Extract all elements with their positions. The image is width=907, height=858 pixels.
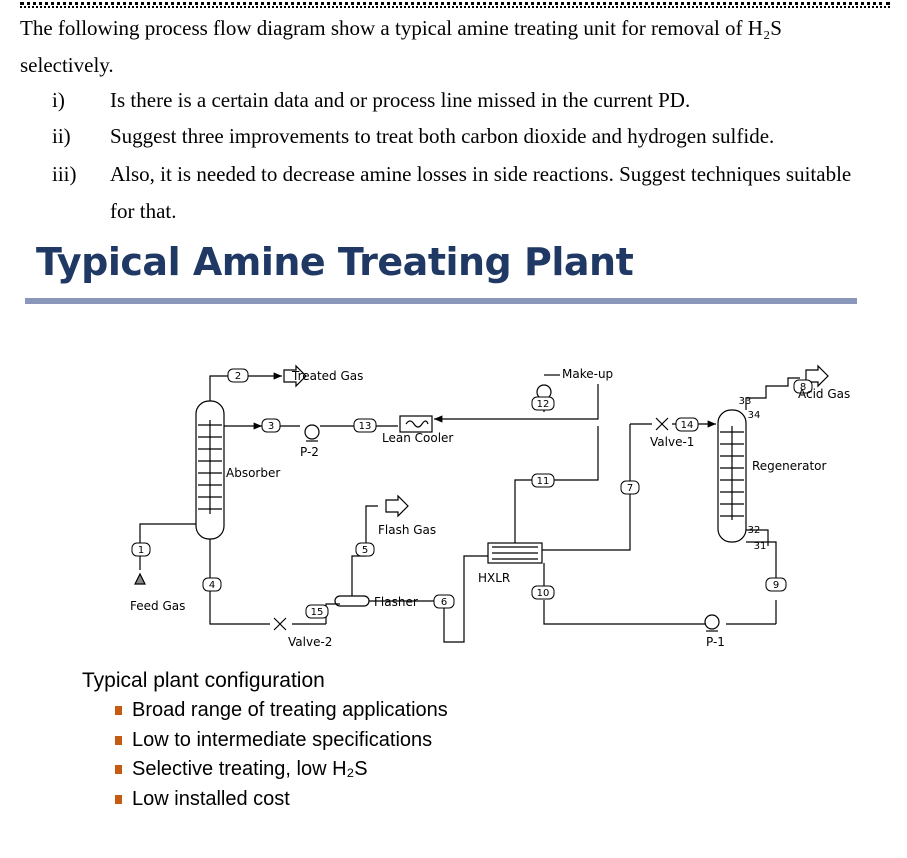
stream-14: 14 bbox=[681, 420, 694, 431]
absorber-trays bbox=[198, 420, 222, 514]
p1-label: P-1 bbox=[706, 635, 725, 649]
regenerator-column bbox=[717, 409, 747, 543]
title-rule bbox=[25, 298, 857, 304]
valve2-label: Valve-2 bbox=[288, 635, 332, 649]
make-up-label: Make-up bbox=[562, 367, 613, 381]
stream-7: 7 bbox=[627, 483, 633, 494]
list-item-text: Low installed cost bbox=[132, 787, 290, 810]
stream-2: 2 bbox=[235, 371, 241, 382]
slide-title: Typical Amine Treating Plant bbox=[36, 240, 634, 284]
stream-6: 6 bbox=[441, 597, 447, 608]
top-dotted-border bbox=[20, 2, 890, 8]
question-intro: The following process flow diagram show … bbox=[20, 10, 890, 84]
bullet-icon bbox=[115, 706, 122, 715]
list-item-text: Low to intermediate specifications bbox=[132, 728, 433, 751]
plant-configuration: Typical plant configuration Broad range … bbox=[82, 666, 448, 814]
flash-gas-arrow-icon bbox=[385, 494, 409, 518]
flasher-label: Flasher bbox=[374, 595, 418, 609]
pump-p1-icon bbox=[704, 614, 720, 630]
bullet-icon bbox=[115, 794, 122, 804]
stream-8: 8 bbox=[800, 382, 806, 393]
intro-line-1: The following process flow diagram show … bbox=[20, 16, 782, 40]
list-item-text: Broad range of treating applications bbox=[132, 699, 448, 721]
feed-gas-label: Feed Gas bbox=[130, 599, 185, 613]
question-text: Is there is a certain data and or proces… bbox=[110, 88, 691, 112]
config-heading: Typical plant configuration bbox=[82, 669, 325, 692]
lean-cooler-icon bbox=[399, 415, 433, 433]
tag-32: 32 bbox=[748, 525, 761, 536]
flash-gas-label: Flash Gas bbox=[378, 523, 436, 537]
bullet-icon bbox=[115, 765, 122, 774]
regenerator-label: Regenerator bbox=[752, 459, 827, 473]
absorber-label: Absorber bbox=[226, 466, 280, 480]
stream-11: 11 bbox=[537, 476, 550, 487]
valve1-label: Valve-1 bbox=[650, 435, 694, 449]
lean-cooler-label: Lean Cooler bbox=[382, 431, 453, 445]
stream-13: 13 bbox=[359, 421, 372, 432]
question-number: iii) bbox=[52, 162, 77, 186]
list-item: Low installed cost bbox=[112, 785, 448, 815]
treated-gas-label: Treated Gas bbox=[291, 369, 363, 383]
bullet-icon bbox=[115, 735, 122, 745]
intro-line-2: selectively. bbox=[20, 53, 114, 77]
list-item: Selective treating, low H₂S bbox=[112, 755, 448, 785]
question-number: i) bbox=[52, 88, 65, 112]
question-text: for that. bbox=[110, 199, 177, 223]
stream-12: 12 bbox=[537, 399, 550, 410]
stream-9: 9 bbox=[773, 580, 779, 591]
tag-34: 34 bbox=[748, 410, 761, 421]
stream-5: 5 bbox=[362, 545, 368, 556]
stream-10: 10 bbox=[537, 588, 550, 599]
list-item-text: Selective treating, low H₂S bbox=[132, 758, 368, 780]
question-text: Suggest three improvements to treat both… bbox=[110, 124, 775, 148]
pump-p2-icon bbox=[304, 424, 320, 440]
tag-31: 31 bbox=[754, 541, 767, 552]
stream-1: 1 bbox=[138, 545, 144, 556]
acid-gas-label: Acid Gas bbox=[798, 387, 850, 401]
list-item: Broad range of treating applications bbox=[112, 696, 448, 726]
question-number: ii) bbox=[52, 124, 71, 148]
question-text: Also, it is needed to decrease amine los… bbox=[110, 162, 852, 186]
treated-gas-arrow-icon bbox=[283, 364, 307, 388]
flasher-drum-icon bbox=[334, 595, 370, 607]
stream-4: 4 bbox=[209, 580, 215, 591]
feed-gas-arrow-icon bbox=[134, 572, 146, 585]
list-item: Low to intermediate specifications bbox=[112, 726, 448, 756]
hxlr-label: HXLR bbox=[478, 571, 510, 585]
config-list: Broad range of treating applications Low… bbox=[82, 696, 448, 814]
stream-3: 3 bbox=[268, 421, 274, 432]
stream-15: 15 bbox=[311, 607, 324, 618]
p2-label: P-2 bbox=[300, 445, 319, 459]
tag-33: 33 bbox=[739, 396, 752, 407]
